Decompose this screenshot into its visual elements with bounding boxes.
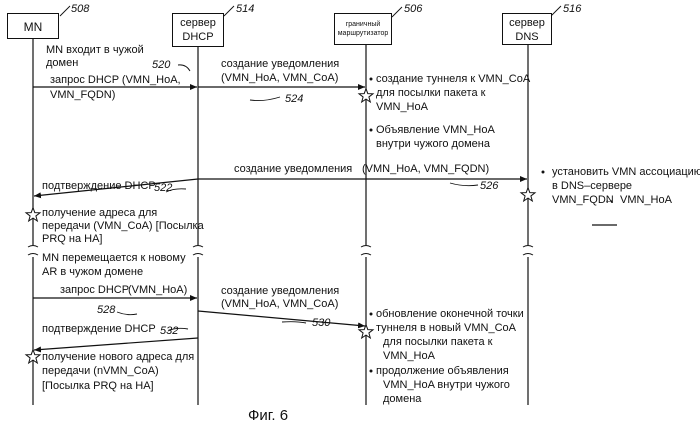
label-update-3: для посылки пакета к: [383, 336, 492, 348]
label-get-address-2: передачи (VMN_CoA) [Посылка: [42, 220, 204, 232]
label-dhcp-request-1a: запрос DHCP (VMN_HoA,: [50, 74, 181, 86]
label-new-address-3: [Посылка PRQ на HA]: [42, 380, 154, 392]
label-dns-arrow: ↔: [604, 194, 615, 206]
label-tunnel-2: для посылки пакета к: [376, 87, 485, 99]
label-notification-3b: (VMN_HoA, VMN_CoA): [221, 298, 338, 310]
label-update-2: туннеля в новый VMN_CoA: [376, 322, 516, 334]
figure-caption: Фиг. 6: [248, 407, 288, 425]
label-tunnel-1: создание туннеля к VMN_CoA: [376, 73, 530, 85]
label-update-1: обновление оконечной точки: [376, 308, 524, 320]
label-dhcp-confirm-2: подтверждение DHCP: [42, 323, 156, 335]
entity-mn: MN: [7, 13, 59, 39]
label-mn-moves-2: AR в чужом домене: [42, 266, 143, 278]
label-dns-hoa: VMN_HoA: [620, 194, 672, 206]
label-dhcp-request-2b: (VMN_HoA): [128, 284, 187, 296]
label-notification-2b: (VMN_HoA, VMN_FQDN): [362, 163, 489, 175]
arrow-notification-3: [198, 311, 365, 326]
label-get-address-1: получение адреса для: [42, 207, 157, 219]
label-mn-enters-2: домен: [46, 57, 78, 69]
entity-dns-line1: сервер: [503, 16, 551, 30]
ref-528: 528: [97, 304, 115, 316]
entity-mn-label: MN: [8, 20, 58, 34]
label-get-address-3: PRQ на HA]: [42, 233, 102, 245]
entity-router-line2: маршрутизатор: [335, 29, 391, 38]
ref-524: 524: [285, 93, 303, 105]
entity-dhcp-server: сервер DHCP: [172, 13, 224, 47]
ref-514: 514: [236, 3, 254, 15]
ref-522: 522: [154, 182, 172, 194]
entity-dhcp-line2: DHCP: [173, 30, 223, 44]
ref-532: 532: [160, 325, 178, 337]
ref-516: 516: [563, 3, 581, 15]
label-notification-2a: создание уведомления: [234, 163, 352, 175]
entity-border-router: граничный маршрутизатор: [334, 13, 392, 45]
label-notification-1a: создание уведомления: [221, 58, 339, 70]
entity-dhcp-line1: сервер: [173, 16, 223, 30]
label-tunnel-3: VMN_HoA: [376, 101, 428, 113]
arrow-dhcp-confirm-2: [34, 338, 198, 350]
label-dns-association-1: установить VMN ассоциацию: [552, 166, 700, 178]
label-new-address-1: получение нового адреса для: [42, 351, 194, 363]
ref-508: 508: [71, 3, 89, 15]
ref-530: 530: [312, 317, 330, 329]
ref-526: 526: [480, 180, 498, 192]
entity-dns-line2: DNS: [503, 30, 551, 44]
label-dhcp-confirm-1: подтверждение DHCP: [42, 180, 156, 192]
label-continue-3: домена: [383, 393, 421, 405]
label-update-4: VMN_HoA: [383, 350, 435, 362]
label-dhcp-request-2a: запрос DHCP: [60, 284, 129, 296]
label-mn-enters-1: MN входит в чужой: [46, 44, 144, 56]
label-mn-moves-1: MN перемещается к новому: [42, 252, 186, 264]
label-continue-2: VMN_HoA внутри чужого: [383, 379, 510, 391]
ref-520: 520: [152, 59, 170, 71]
label-dhcp-request-1b: VMN_FQDN): [50, 89, 115, 101]
label-dns-association-2: в DNS–сервере: [552, 180, 632, 192]
entity-dns-server: сервер DNS: [502, 13, 552, 45]
label-new-address-2: передачи (nVMN_CoA): [42, 365, 159, 377]
label-announce-2: внутри чужого домена: [376, 138, 490, 150]
label-announce-1: Объявление VMN_HoA: [376, 124, 495, 136]
label-notification-3a: создание уведомления: [221, 285, 339, 297]
ref-506: 506: [404, 3, 422, 15]
label-continue-1: продолжение объявления: [376, 365, 509, 377]
label-notification-1b: (VMN_HoA, VMN_CoA): [221, 72, 338, 84]
entity-router-line1: граничный: [335, 20, 391, 29]
